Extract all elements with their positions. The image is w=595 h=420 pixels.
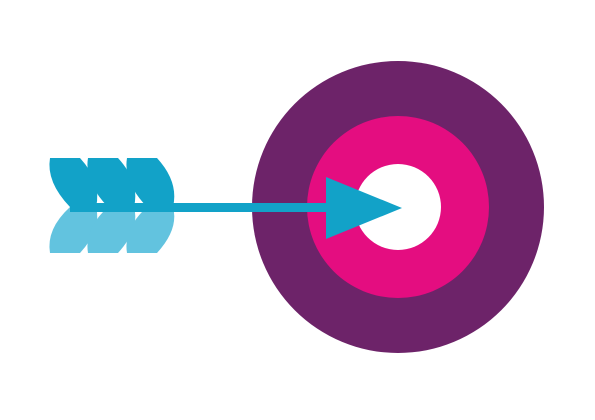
fletching-top-1 xyxy=(49,158,98,207)
arrow xyxy=(49,158,402,253)
fletching-top-3 xyxy=(126,158,175,207)
arrow-shaft xyxy=(70,203,340,212)
fletching-top-2 xyxy=(87,158,136,207)
fletching-bottom-2 xyxy=(87,207,136,253)
fletching-bottom-3 xyxy=(126,207,175,253)
fletching-bottom-1 xyxy=(49,207,98,253)
arrow-head xyxy=(326,177,402,239)
